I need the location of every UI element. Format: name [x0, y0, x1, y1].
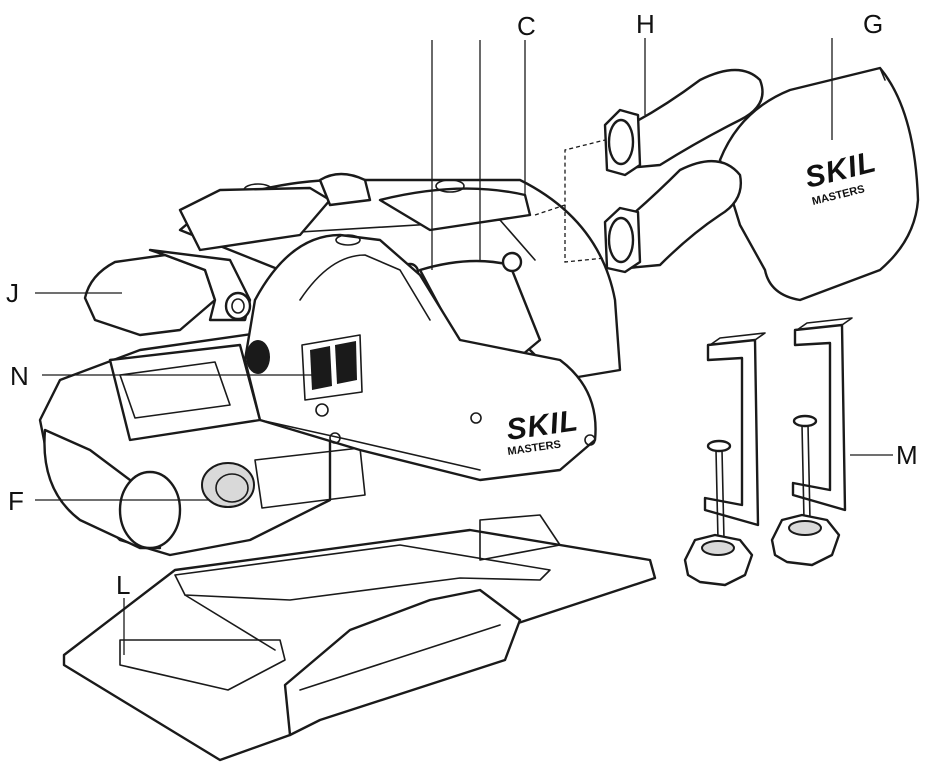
label-h: H: [636, 9, 655, 39]
adapter-lower: [603, 159, 742, 274]
label-f: F: [8, 486, 24, 516]
switch-lock: [301, 334, 363, 401]
dust-bag: SKIL MASTERS: [718, 66, 920, 302]
label-l: L: [116, 570, 130, 600]
front-handle: [83, 248, 252, 337]
label-n: N: [10, 361, 29, 391]
label-g: G: [863, 9, 883, 39]
sanding-frame: [62, 514, 657, 762]
clamp-right: [770, 317, 853, 567]
label-c: C: [517, 11, 536, 41]
adapter-upper: [603, 68, 764, 177]
label-m: M: [896, 440, 918, 470]
clamp-left: [683, 332, 766, 587]
belt-sander: SKIL MASTERS: [38, 172, 622, 557]
label-j: J: [6, 278, 19, 308]
speed-knob: [201, 462, 255, 508]
